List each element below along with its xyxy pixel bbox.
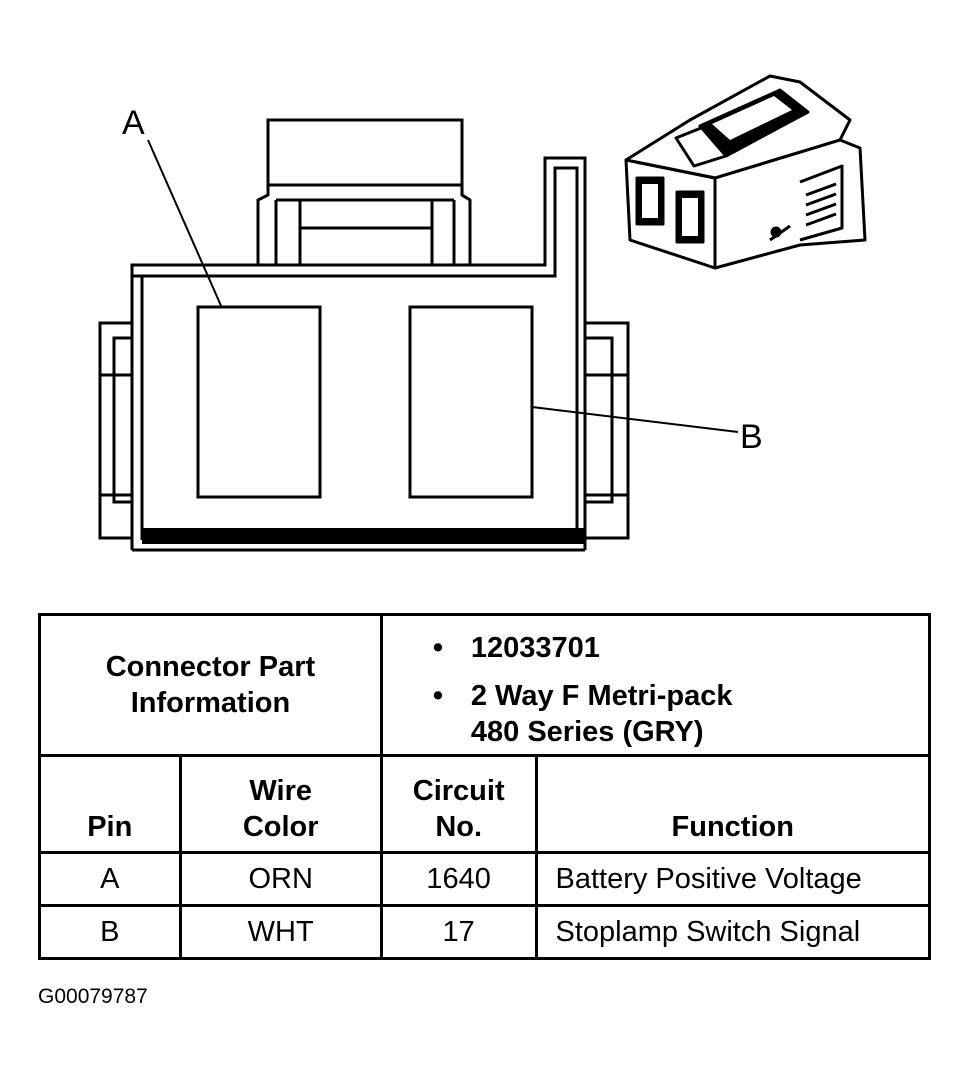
callout-b-leader — [531, 406, 739, 433]
connector-left-tab — [98, 321, 132, 540]
figure-id: G00079787 — [38, 985, 148, 1008]
callout-b: B — [740, 418, 763, 456]
wire-color-cell: ORN — [178, 851, 383, 907]
table-row: A ORN 1640 Battery Positive Voltage — [38, 851, 931, 907]
description-line-1: 2 Way F Metri-pack — [470, 680, 733, 712]
connector-face-diagram — [98, 74, 867, 552]
callout-a-leader — [147, 139, 223, 309]
part-number: 12033701 — [470, 632, 600, 664]
connector-right-tab — [585, 321, 630, 540]
connector-part-info-details: • 12033701 • 2 Way F Metri-pack 480 Seri… — [379, 613, 932, 757]
connector-info-table: Connector Part Information • 12033701 • … — [38, 613, 932, 960]
connector-top-latch — [256, 118, 472, 265]
cavity-a — [196, 305, 322, 499]
bullet-icon: • — [432, 680, 444, 712]
description-line-2: 480 Series (GRY) — [470, 716, 704, 748]
connector-housing — [130, 156, 587, 552]
bullet-icon: • — [432, 632, 444, 664]
pin-cell: A — [38, 851, 182, 907]
col-header-pin: Pin — [38, 754, 182, 854]
circuit-cell: 17 — [379, 904, 538, 960]
connector-part-info-label: Connector Part Information — [38, 613, 383, 757]
cavity-b — [408, 305, 534, 499]
connector-part-info-row: Connector Part Information • 12033701 • … — [38, 613, 932, 757]
col-header-function: Function — [534, 754, 931, 854]
connector-isometric-view — [624, 74, 867, 270]
circuit-cell: 1640 — [379, 851, 538, 907]
pin-cell: B — [38, 904, 182, 960]
function-cell: Stoplamp Switch Signal — [534, 904, 931, 960]
wire-color-cell: WHT — [178, 904, 383, 960]
description-bullet: • 2 Way F Metri-pack 480 Series (GRY) — [433, 678, 928, 750]
function-cell: Battery Positive Voltage — [534, 851, 931, 907]
part-number-bullet: • 12033701 — [433, 630, 928, 666]
table-row: B WHT 17 Stoplamp Switch Signal — [38, 904, 931, 960]
callout-a: A — [122, 104, 145, 142]
